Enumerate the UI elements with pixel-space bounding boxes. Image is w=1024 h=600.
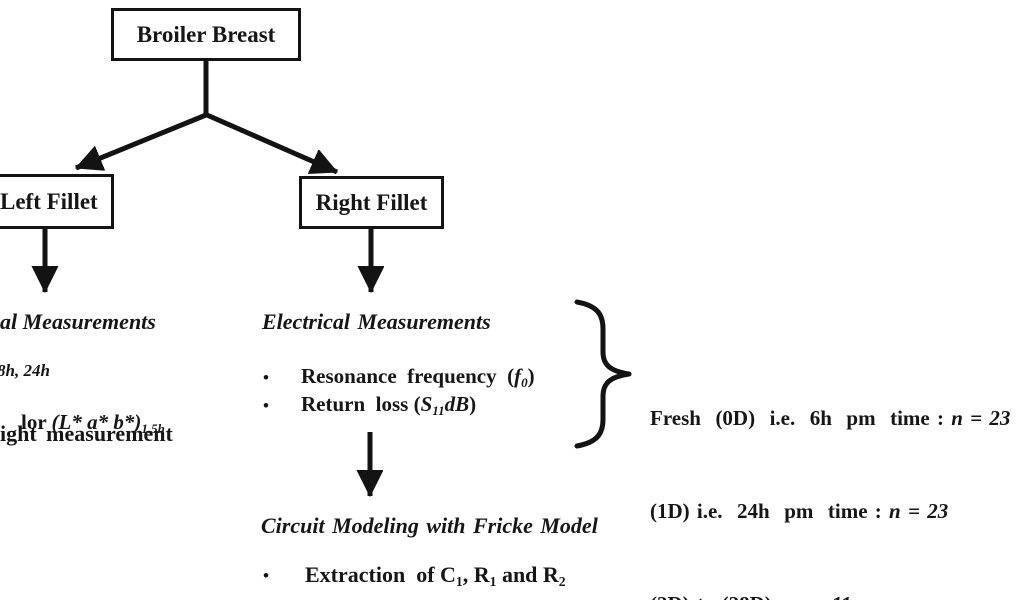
f0-variable: f [514,364,522,388]
r2-label: and R [496,562,559,587]
ph-time-points-fragment: 8h, 24h [0,361,50,380]
db-variable: dB [444,392,470,416]
return-loss-text: Return loss (S11dB) [301,392,476,419]
s11-subscript: 11 [432,402,445,418]
split-to-left-arrow [76,112,207,168]
s11-variable: S [420,392,433,416]
bullet-icon: • [263,566,269,585]
day2-28-line-tail: per measurem [851,592,989,600]
r1-label: , R [462,562,490,587]
return-loss-close-paren: ) [469,392,477,416]
broiler-breast-box: Broiler Breast [111,8,301,61]
color-time-subscript: 1.5h [141,421,165,437]
resonance-label: Resonance frequency ( [301,364,515,388]
day2-28-line-text: (2D) to (28D) : [650,592,793,600]
sampling-note: Fresh (0D) i.e. 6h pm time : n = 23 (1D)… [650,341,1010,600]
day1-line-text: (1D) i.e. 24h pm time : [650,499,890,523]
extraction-text: Extraction of C1, R1 and R2 [305,562,566,590]
split-to-right-arrow [205,112,337,175]
bullet-icon: • [263,368,269,387]
physical-measurements-heading-fragment: al Measurements [0,309,156,334]
right-fillet-label: Right Fillet [315,189,428,215]
weight-measurement-fragment: ight measurement [0,421,173,446]
f0-subscript: 0 [521,374,528,390]
day2-28-n-value: n = 11 [793,592,851,600]
left-fillet-label: Left Fillet [0,188,98,214]
return-loss-bullet: • Return loss (S11dB) [263,392,476,419]
color-measurement-fragment: lor (L* a* b*)1.5h [0,386,165,461]
fresh-line-n-value: n = 23 [951,406,1011,430]
sampling-note-line-1d: (1D) i.e. 24h pm time : n = 23 [650,496,1010,527]
right-fillet-box: Right Fillet [299,176,444,229]
grouping-brace [574,299,632,449]
c1-subscript: 1 [455,574,463,590]
resonance-close-paren: ) [527,364,535,388]
fresh-line-text: Fresh (0D) i.e. 6h pm time : [650,406,952,430]
circuit-modeling-heading: Circuit Modeling with Fricke Model [261,513,598,538]
sampling-note-line-fresh: Fresh (0D) i.e. 6h pm time : n = 23 [650,403,1010,434]
resonance-frequency-bullet: • Resonance frequency (f0) [263,364,535,391]
color-fragment-prefix: lor [21,410,52,435]
broiler-breast-label: Broiler Breast [136,21,276,47]
bullet-icon: • [263,396,269,415]
r2-subscript: 2 [558,574,566,590]
extraction-label: Extraction of C [305,562,456,587]
resonance-frequency-text: Resonance frequency (f0) [301,364,535,391]
color-lab-notation: (L* a* b*) [51,410,142,435]
extraction-bullet: • Extraction of C1, R1 and R2 [263,562,566,590]
electrical-measurements-heading: Electrical Measurements [262,309,491,334]
day1-line-n-value: n = 23 [889,499,949,523]
return-loss-label: Return loss ( [301,392,421,416]
left-fillet-box: Left Fillet [0,174,114,229]
r1-subscript: 1 [489,574,497,590]
sampling-note-line-2d-28d: (2D) to (28D) : n = 11 per measurem [650,589,1010,600]
